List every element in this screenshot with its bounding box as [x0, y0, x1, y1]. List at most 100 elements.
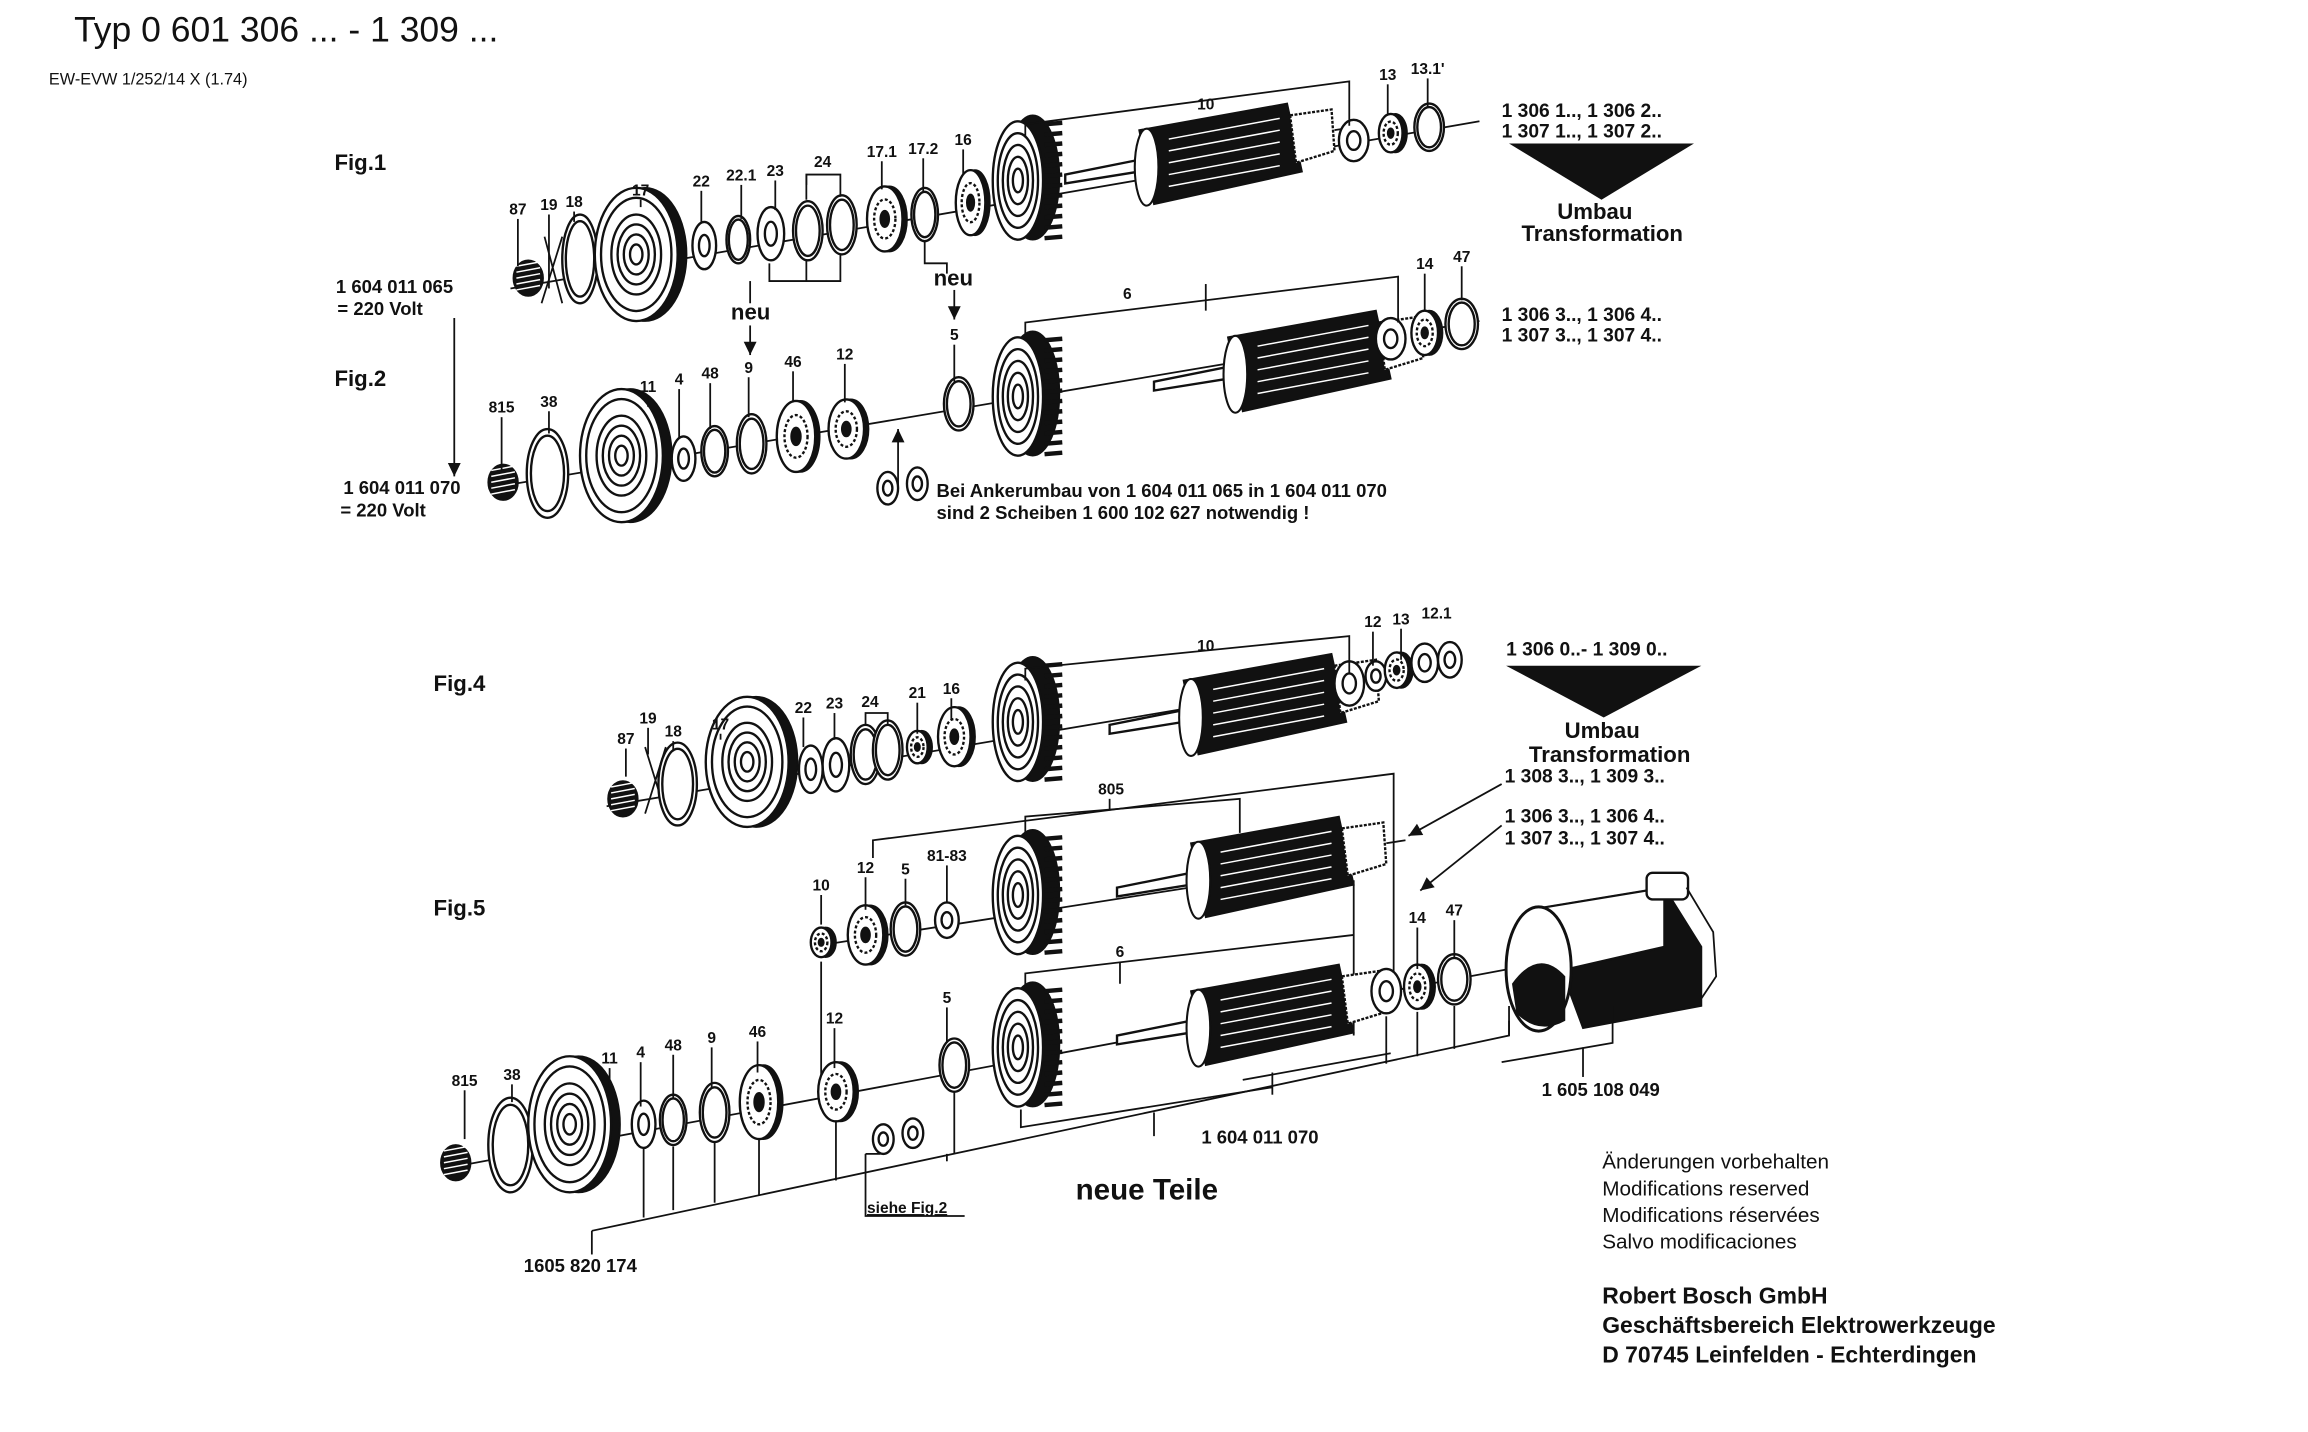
washer-part [1364, 660, 1388, 693]
variants-fig5-b1: 1 306 3.., 1 306 4.. [1505, 807, 1665, 828]
callout-number: 14 [1409, 910, 1427, 927]
document-reference: EW-EVW 1/252/14 X (1.74) [49, 70, 248, 88]
bearing-part [1377, 112, 1408, 154]
bearing-part [775, 399, 821, 474]
callout-number: 13 [1392, 611, 1410, 628]
variants-fig5-b2: 1 307 3.., 1 307 4.. [1505, 829, 1665, 850]
pinion-part [440, 1144, 472, 1182]
leader-line [864, 1153, 965, 1217]
callout-number: 81-83 [927, 848, 967, 865]
washer-part [871, 1123, 895, 1156]
callout-number: 18 [565, 194, 583, 211]
washer-part [901, 1117, 925, 1150]
washer-part [670, 435, 697, 482]
callout-number: 6 [1116, 944, 1125, 961]
fig1-label: Fig.1 [334, 150, 386, 175]
callout-number: 22 [693, 173, 711, 190]
housing-part-number: 1 605 108 049 [1542, 1079, 1660, 1100]
new-label-2: neu [934, 266, 973, 291]
leader-line [1024, 635, 1351, 681]
callout-number: 46 [749, 1024, 767, 1041]
armature-065-part-number: 1 604 011 065 [336, 276, 453, 297]
bearing-part [827, 398, 870, 460]
callout-number: 16 [943, 681, 961, 698]
gear-part [991, 829, 1063, 956]
armature-part [1064, 102, 1354, 207]
disclaimer-es: Salvo modificaciones [1602, 1231, 1796, 1254]
variants-fig4: 1 306 0..- 1 309 0.. [1506, 639, 1667, 660]
transformation-label-2: Transformation [1529, 742, 1691, 767]
motor-housing-part [1504, 871, 1718, 1033]
callout-number: 10 [813, 878, 830, 895]
see-fig2-label: siehe Fig.2 [867, 1200, 948, 1217]
umbau-label-2: Umbau [1565, 718, 1640, 743]
callout-number: 13.1' [1411, 61, 1445, 78]
bearing-part [905, 729, 933, 765]
conversion-note-line1: Bei Ankerumbau von 1 604 011 065 in 1 60… [937, 480, 1387, 501]
leader-line [923, 241, 948, 274]
callout-number: 11 [601, 1051, 618, 1068]
callout-number: 12.1 [1421, 605, 1452, 622]
ring-part [658, 1093, 688, 1147]
variants-fig5-a: 1 308 3.., 1 309 3.. [1505, 767, 1665, 788]
leader-line [864, 712, 889, 725]
leader-line [1019, 1086, 1273, 1129]
callout-number: 815 [452, 1073, 478, 1090]
bearing-part [846, 904, 889, 966]
armature-part [1115, 963, 1406, 1068]
callout-number: 12 [826, 1011, 844, 1028]
callout-number: 23 [767, 163, 785, 180]
callout-number: 4 [636, 1045, 645, 1062]
callout-number: 17 [712, 716, 729, 733]
callout-number: 47 [1453, 249, 1470, 266]
variants-mid-line1: 1 306 3.., 1 306 4.. [1502, 305, 1662, 326]
ring-part [825, 194, 858, 256]
ring-part [487, 1096, 534, 1194]
callout-number: 17 [632, 182, 649, 199]
bearing-part [809, 926, 837, 959]
callout-number: 11 [640, 379, 657, 396]
ring-part [725, 214, 752, 265]
callout-number: 16 [955, 132, 973, 149]
washer-part [797, 744, 824, 795]
leader-line [1501, 1005, 1614, 1064]
up-arrow-icon [891, 429, 905, 489]
callout-number: 17.2 [908, 141, 939, 158]
callout-number: 48 [702, 366, 720, 383]
ring-part [1436, 952, 1472, 1006]
new-label-1: neu [731, 300, 770, 325]
callout-number: 14 [1416, 256, 1434, 273]
variants-top-line2: 1 307 1.., 1 307 2.. [1502, 122, 1662, 143]
ring-part [735, 413, 768, 475]
callout-number: 10 [1197, 96, 1214, 113]
callout-number: 19 [540, 197, 558, 214]
new-parts-label: neue Teile [1076, 1174, 1218, 1207]
washer-part [691, 220, 718, 271]
pulley-part [578, 387, 673, 524]
washer-part [933, 901, 960, 940]
pulley-part [527, 1055, 621, 1194]
ring-part [938, 1037, 971, 1093]
pulley-part [704, 695, 799, 829]
fig5-label: Fig.5 [434, 896, 486, 921]
transformation-label-1: Transformation [1521, 221, 1683, 246]
disclaimer-fr: Modifications réservées [1602, 1204, 1819, 1227]
bearing-part [865, 185, 908, 253]
washer-part [1374, 316, 1407, 361]
down-arrow-icon [947, 289, 961, 320]
down-arrow-icon [447, 318, 461, 477]
callout-number: 5 [950, 327, 959, 344]
ring-part [871, 719, 904, 781]
callout-number: 47 [1446, 903, 1463, 920]
disclaimer-en: Modifications reserved [1602, 1177, 1809, 1200]
callout-number: 87 [509, 202, 526, 219]
callout-number: 12 [857, 860, 875, 877]
callout-number: 38 [540, 394, 558, 411]
leader-line [1024, 275, 1399, 335]
disclaimer-de: Änderungen vorbehalten [1602, 1151, 1829, 1174]
fig4-label: Fig.4 [434, 671, 486, 696]
ring-part [525, 427, 570, 519]
ring-part [1444, 297, 1480, 351]
arrow-icon [1419, 824, 1503, 892]
